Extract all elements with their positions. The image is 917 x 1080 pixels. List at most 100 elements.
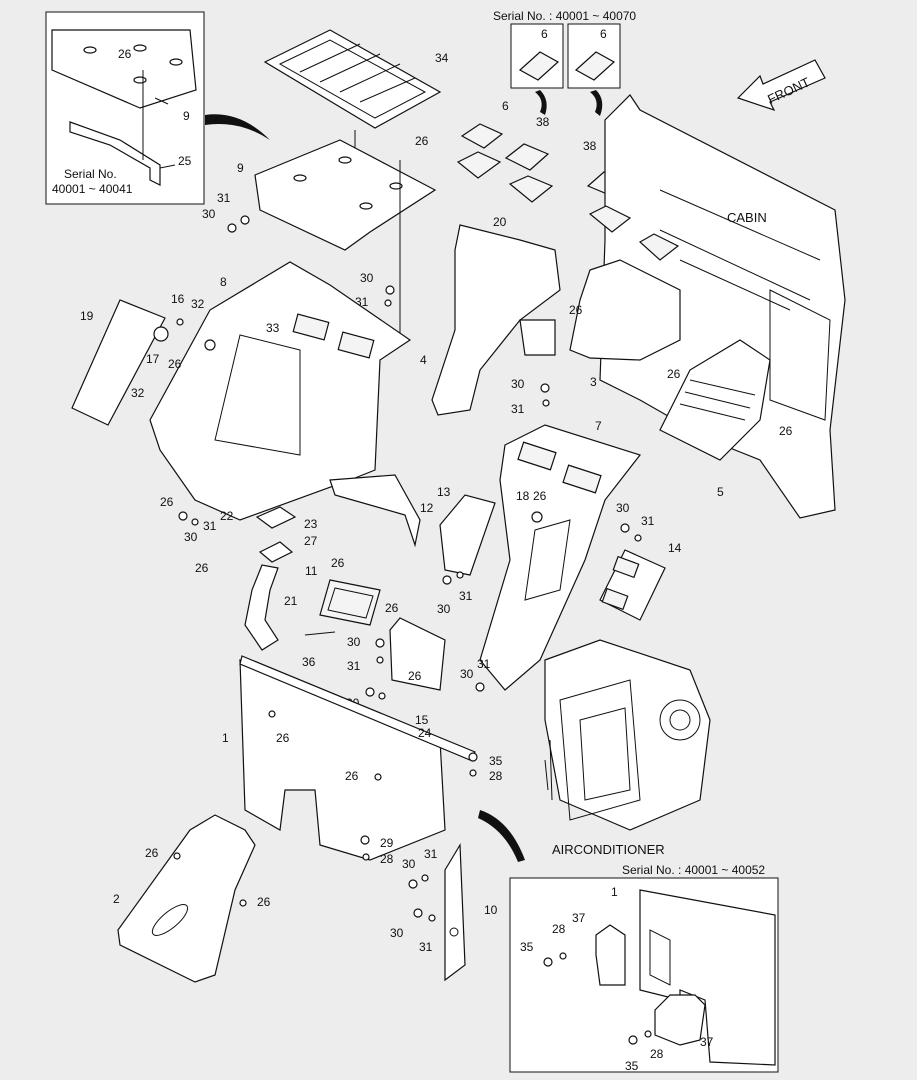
callout: 30 bbox=[460, 667, 474, 681]
callout: 26 bbox=[569, 303, 583, 317]
callout: 22 bbox=[220, 509, 234, 523]
console-7 bbox=[479, 424, 642, 691]
bracket-37b bbox=[654, 994, 706, 1046]
callout: 6 bbox=[600, 27, 607, 41]
callout: 30 bbox=[437, 602, 451, 616]
callout: 31 bbox=[641, 514, 655, 528]
callout: 31 bbox=[203, 519, 217, 533]
vent-6c bbox=[460, 123, 504, 149]
callout: 30 bbox=[202, 207, 216, 221]
callout: 28 bbox=[552, 922, 566, 936]
callout: 26 bbox=[533, 489, 547, 503]
duct-4 bbox=[431, 224, 561, 416]
callout: 34 bbox=[435, 51, 449, 65]
callout: 38 bbox=[583, 139, 597, 153]
inset-serial-label: Serial No. bbox=[64, 167, 117, 181]
vent-6b bbox=[574, 51, 616, 81]
callout: 29 bbox=[380, 836, 394, 850]
bracket-25 bbox=[69, 121, 161, 186]
callout: 5 bbox=[717, 485, 724, 499]
vent-38a bbox=[504, 143, 550, 171]
callout: 19 bbox=[80, 309, 94, 323]
switch-panel-14 bbox=[599, 549, 666, 621]
bar-10 bbox=[444, 842, 466, 982]
serial-bottom-label: Serial No. : 40001 ~ 40052 bbox=[622, 863, 765, 877]
callout: 26 bbox=[160, 495, 174, 509]
callout: 36 bbox=[302, 655, 316, 669]
callout: 26 bbox=[118, 47, 132, 61]
callout: 4 bbox=[420, 353, 427, 367]
callout: 31 bbox=[459, 589, 473, 603]
panel-1-inset bbox=[639, 889, 776, 1066]
callout: 35 bbox=[489, 754, 503, 768]
tray-34 bbox=[263, 29, 442, 129]
callout: 9 bbox=[237, 161, 244, 175]
bracket-15 bbox=[389, 617, 446, 691]
callout: 26 bbox=[331, 556, 345, 570]
callout: 37 bbox=[700, 1035, 714, 1049]
hose-21 bbox=[244, 564, 279, 651]
callout: 31 bbox=[424, 847, 438, 861]
callout: 15 bbox=[415, 713, 429, 727]
callout: 26 bbox=[257, 895, 271, 909]
inset-serial-range: 40001 ~ 40041 bbox=[52, 182, 133, 196]
callout: 32 bbox=[191, 297, 205, 311]
callout: 26 bbox=[415, 134, 429, 148]
callout: 30 bbox=[390, 926, 404, 940]
callout: 28 bbox=[650, 1047, 664, 1061]
callout: 35 bbox=[625, 1059, 639, 1073]
callout: 3 bbox=[590, 375, 597, 389]
callout: 26 bbox=[385, 601, 399, 615]
callout: 23 bbox=[304, 517, 318, 531]
callout: 31 bbox=[347, 659, 361, 673]
callout: 12 bbox=[420, 501, 434, 515]
callout: 26 bbox=[145, 846, 159, 860]
callout: 37 bbox=[572, 911, 586, 925]
callout: 28 bbox=[489, 769, 503, 783]
callout: 33 bbox=[266, 321, 280, 335]
cabin-label: CABIN bbox=[727, 210, 767, 225]
bracket-37a bbox=[595, 924, 626, 986]
airconditioner-label: AIRCONDITIONER bbox=[552, 842, 665, 857]
front-arrow bbox=[736, 59, 826, 112]
duct-2 bbox=[117, 814, 256, 983]
callout: 26 bbox=[779, 424, 793, 438]
duct-3 bbox=[569, 259, 681, 361]
callout: 31 bbox=[217, 191, 231, 205]
callout: 31 bbox=[477, 657, 491, 671]
callout: 25 bbox=[178, 154, 192, 168]
duct-5 bbox=[659, 339, 771, 461]
callout: 6 bbox=[541, 27, 548, 41]
callout: 26 bbox=[195, 561, 209, 575]
callout: 26 bbox=[345, 769, 359, 783]
callout: 6 bbox=[502, 99, 509, 113]
callout: 13 bbox=[437, 485, 451, 499]
callout: 26 bbox=[168, 357, 182, 371]
callout: 30 bbox=[184, 530, 198, 544]
callout: 10 bbox=[484, 903, 498, 917]
panel-19 bbox=[71, 299, 166, 426]
callout: 20 bbox=[493, 215, 507, 229]
cabin-wall bbox=[599, 94, 846, 519]
callout: 8 bbox=[220, 275, 227, 289]
callout: 30 bbox=[511, 377, 525, 391]
cover-13 bbox=[439, 494, 496, 576]
callout: 30 bbox=[402, 857, 416, 871]
panel-8 bbox=[149, 261, 412, 521]
vent-11 bbox=[319, 579, 381, 626]
callout: 17 bbox=[146, 352, 160, 366]
callout: 11 bbox=[305, 564, 318, 578]
callout: 38 bbox=[536, 115, 550, 129]
callout: 1 bbox=[611, 885, 618, 899]
callout: 26 bbox=[276, 731, 290, 745]
callout: 18 bbox=[516, 489, 530, 503]
grommet-23 bbox=[255, 506, 297, 529]
callout: 28 bbox=[380, 852, 394, 866]
callout: 16 bbox=[171, 292, 185, 306]
bracket-12 bbox=[329, 474, 421, 548]
callout: 26 bbox=[667, 367, 681, 381]
leader-arrow bbox=[205, 114, 270, 140]
callout: 21 bbox=[284, 594, 298, 608]
callout: 30 bbox=[347, 635, 361, 649]
